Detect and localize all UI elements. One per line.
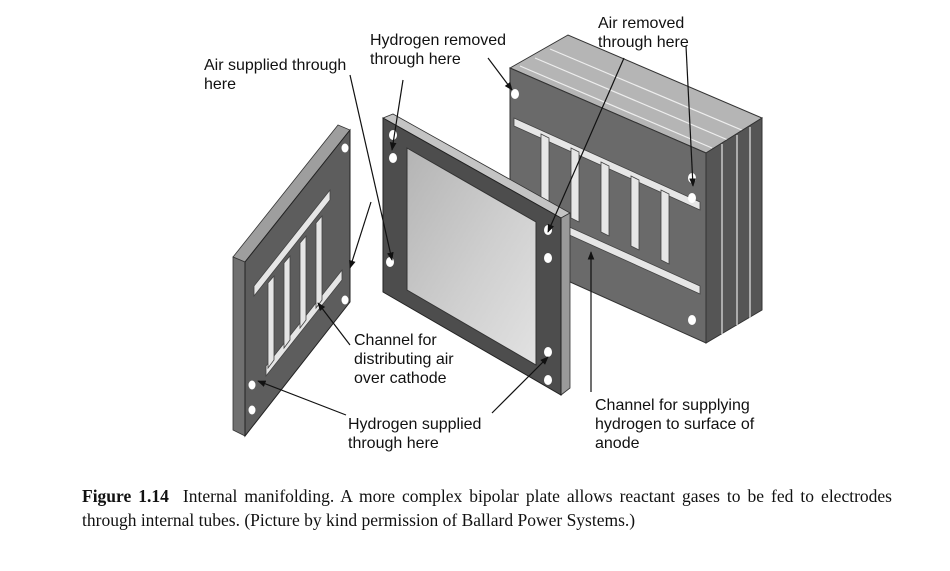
port-hole <box>544 347 552 357</box>
port-hole <box>511 89 519 99</box>
port-hole <box>688 193 696 203</box>
arrow-air-removed <box>547 57 625 233</box>
membrane-window <box>406 147 537 366</box>
port-hole <box>389 130 397 140</box>
arrow-hydrogen-supplied-2 <box>491 356 549 414</box>
label-hydrogen-removed: Hydrogen removed through here <box>370 31 506 69</box>
label-air-supplied: Air supplied through here <box>204 56 346 94</box>
arrow-air-supplied-2 <box>349 201 372 269</box>
label-line: Air supplied through <box>204 57 347 74</box>
label-line: distributing air <box>354 351 454 368</box>
port-hole <box>341 295 349 305</box>
port-hole <box>248 405 256 415</box>
label-line: Channel for <box>354 332 437 349</box>
port-hole <box>389 153 397 163</box>
label-channel-air: Channel for distributing air over cathod… <box>354 331 454 388</box>
port-hole <box>688 315 696 325</box>
label-line: here <box>204 76 237 93</box>
label-channel-hydrogen: Channel for supplying hydrogen to surfac… <box>595 396 754 453</box>
label-line: through here <box>348 435 439 452</box>
arrow-air-removed-2 <box>685 45 696 187</box>
label-line: Air removed <box>598 15 685 32</box>
port-hole <box>341 143 349 153</box>
arrow-channel-air <box>317 302 351 346</box>
port-hole <box>386 257 394 267</box>
label-line: Hydrogen supplied <box>348 416 482 433</box>
caption-text: Internal manifolding. A more complex bip… <box>82 486 892 530</box>
label-line: Channel for supplying <box>595 397 750 414</box>
arrow-air-supplied <box>349 74 394 261</box>
label-line: hydrogen to surface of <box>595 416 755 433</box>
port-hole <box>248 380 256 390</box>
cathode-plate <box>232 124 351 438</box>
label-line: over cathode <box>354 370 447 387</box>
arrow-hydrogen-removed <box>389 79 404 151</box>
port-hole <box>544 375 552 385</box>
label-hydrogen-supplied: Hydrogen supplied through here <box>348 415 481 453</box>
arrow-hydrogen-removed-2 <box>487 57 513 91</box>
figure-number: Figure 1.14 <box>82 486 169 506</box>
label-air-removed: Air removed through here <box>598 14 689 52</box>
label-line: anode <box>595 435 640 452</box>
label-line: through here <box>370 51 461 68</box>
membrane-electrode-assembly <box>382 113 571 396</box>
label-line: through here <box>598 34 689 51</box>
port-hole <box>544 253 552 263</box>
label-line: Hydrogen removed <box>370 32 507 49</box>
cathode-channel <box>253 188 343 378</box>
arrow-hydrogen-supplied <box>257 380 347 416</box>
